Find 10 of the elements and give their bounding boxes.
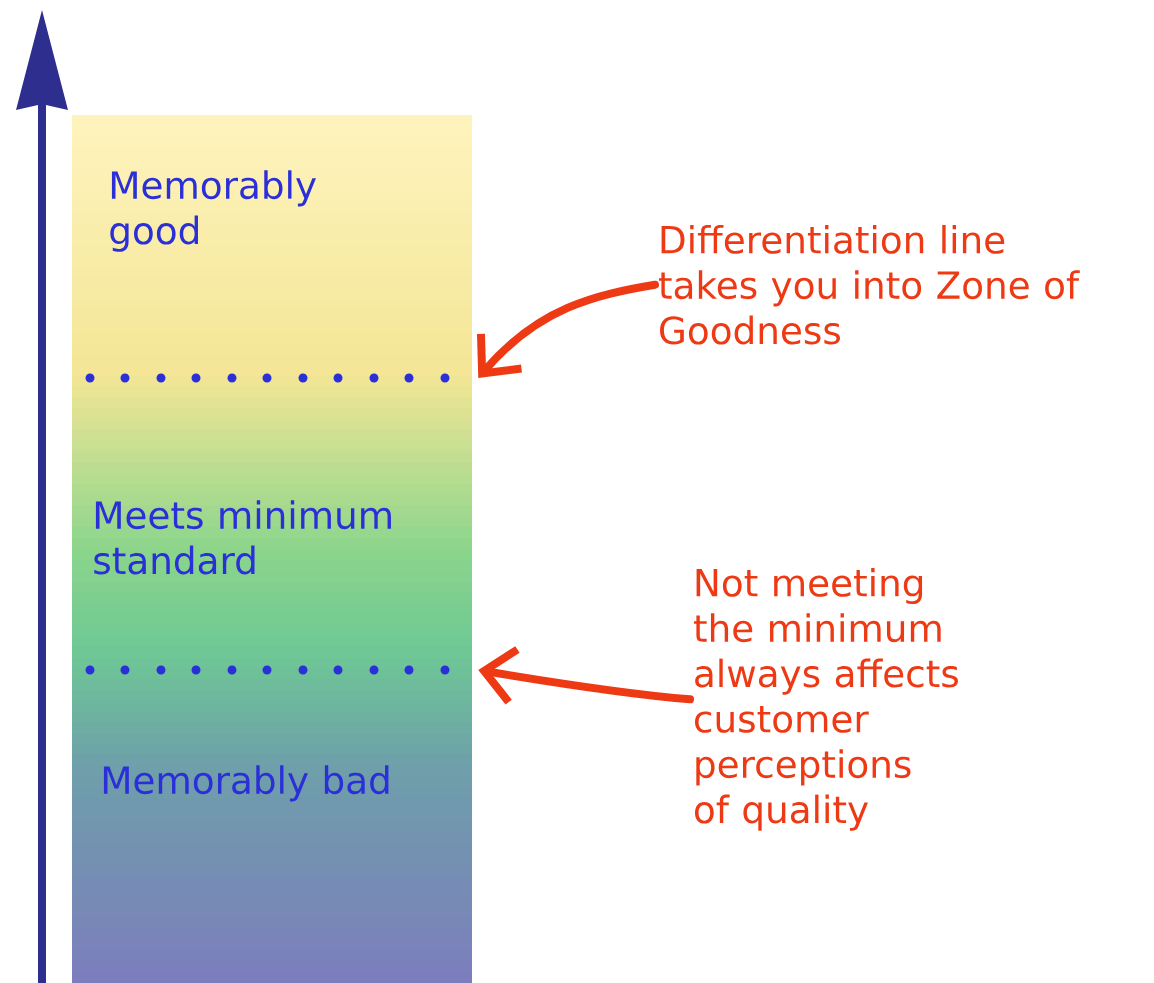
gradient-column — [72, 115, 472, 983]
zone-label: Meets minimum standard — [94, 500, 391, 575]
dotted-line — [85, 373, 450, 383]
annotation-text: Not meeting the minimum always affects customer perceptions of quality — [693, 567, 958, 831]
dotted-line — [85, 665, 450, 675]
annotation-text: Differentiation line takes you into Zone of Goodness — [658, 224, 1080, 345]
zone-label: Memorably bad — [103, 765, 389, 802]
arrow — [477, 280, 659, 378]
arrow — [478, 646, 694, 705]
zone-label: Memorably good — [110, 170, 316, 252]
